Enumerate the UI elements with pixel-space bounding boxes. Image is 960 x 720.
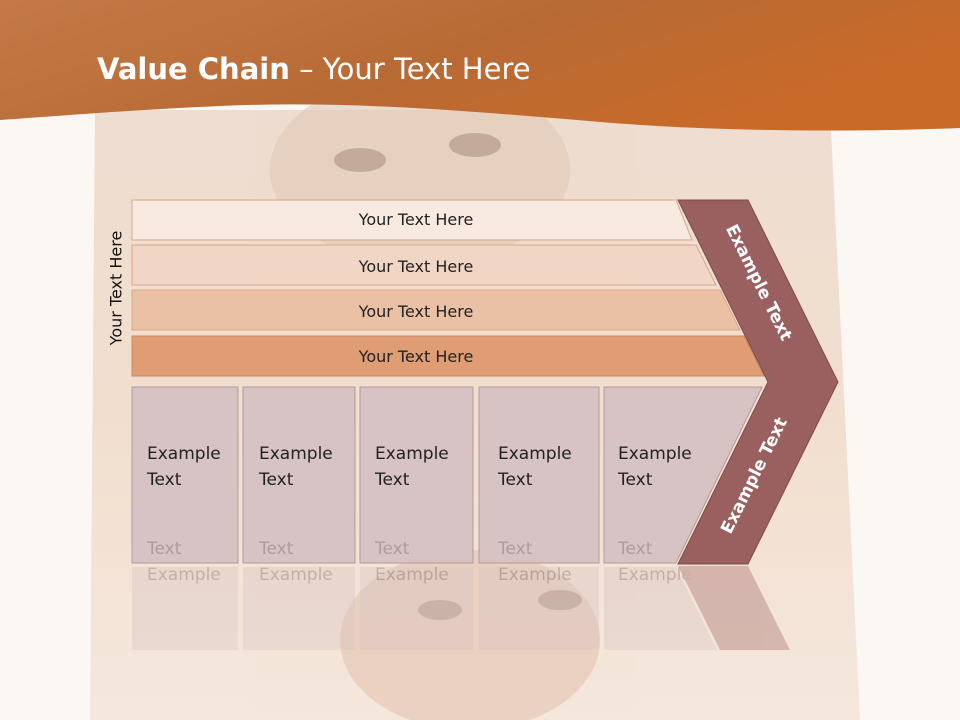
reflection-box-4-line2: Text <box>497 539 533 559</box>
box-1-line1: Example <box>147 444 221 464</box>
box-4-line2: Text <box>497 470 533 490</box>
bar-2-label: Your Text Here <box>358 257 474 276</box>
header-band <box>0 0 960 131</box>
reflection-box-3-line2: Text <box>374 539 410 559</box>
title-bold: Value Chain <box>97 52 290 86</box>
box-2-line1: Example <box>259 444 333 464</box>
bar-1 <box>131 199 693 241</box>
box-4-line1: Example <box>498 444 572 464</box>
box-4 <box>478 386 600 564</box>
reflection-box-2-line1: Example <box>259 565 333 585</box>
reflection-box-5-line1: Example <box>618 565 692 585</box>
reflection-box-1-line2: Text <box>146 539 182 559</box>
box-3 <box>359 386 474 564</box>
reflection-box-5-line2: Text <box>617 539 653 559</box>
box-1 <box>131 386 239 564</box>
reflection-box-2-line2: Text <box>258 539 294 559</box>
reflection-box-1-line1: Example <box>147 565 221 585</box>
diagram-reflection: Example Text Example Text Example Text E… <box>132 539 790 650</box>
title-rest: – Your Text Here <box>289 52 531 86</box>
box-3-line2: Text <box>374 470 410 490</box>
box-5-line2: Text <box>617 470 653 490</box>
reflection-box-4-line1: Example <box>498 565 572 585</box>
box-2 <box>242 386 356 564</box>
bar-3-label: Your Text Here <box>358 302 474 321</box>
bar-3 <box>131 289 741 331</box>
margin-chevron <box>677 199 839 565</box>
box-1-line2: Text <box>146 470 182 490</box>
slide-title: Value Chain – Your Text Here <box>97 52 531 86</box>
box-5-line1: Example <box>618 444 692 464</box>
reflection-box-3-line1: Example <box>375 565 449 585</box>
bar-2 <box>131 244 717 286</box>
support-bars: Your Text Here Your Text Here Your Text … <box>131 199 765 377</box>
bar-1-label: Your Text Here <box>358 210 474 229</box>
bar-4-label: Your Text Here <box>358 347 474 366</box>
box-2-line2: Text <box>258 470 294 490</box>
primary-boxes: Example Text Example Text Example Text E… <box>131 386 763 564</box>
bar-4 <box>131 335 765 377</box>
box-5 <box>603 386 763 564</box>
box-3-line1: Example <box>375 444 449 464</box>
